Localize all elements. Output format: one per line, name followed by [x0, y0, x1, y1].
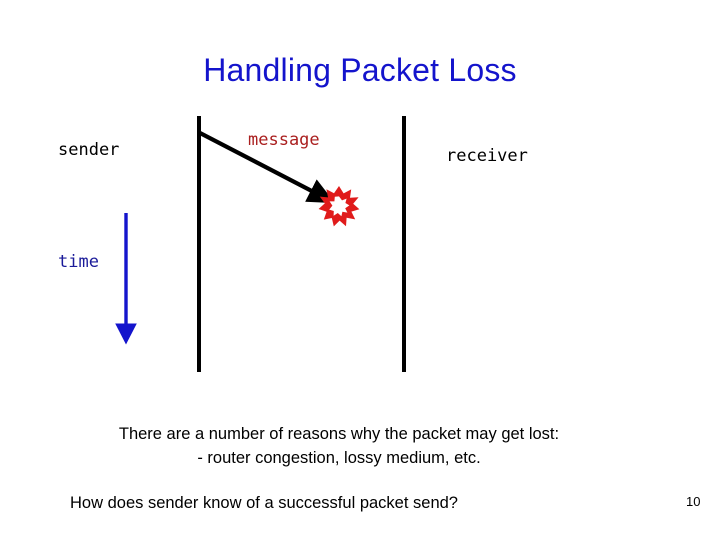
receiver-label: receiver: [446, 146, 528, 166]
receiver-lifeline: [402, 116, 406, 372]
sender-label: sender: [58, 140, 120, 160]
packet-loss-burst-icon: [318, 186, 360, 227]
body-text-line-1: There are a number of reasons why the pa…: [118, 425, 560, 443]
message-label: message: [248, 130, 320, 150]
diagram-vector-layer: [115, 131, 360, 345]
page-title: Handling Packet Loss: [203, 52, 517, 88]
sequence-diagram: sender receiver message time: [58, 116, 528, 372]
body-text-line-2: - router congestion, lossy medium, etc.: [197, 449, 481, 467]
time-label: time: [58, 252, 99, 272]
body-text-line-3: How does sender know of a successful pac…: [70, 494, 458, 512]
page-number: 10: [686, 494, 701, 509]
sender-lifeline: [197, 116, 201, 372]
